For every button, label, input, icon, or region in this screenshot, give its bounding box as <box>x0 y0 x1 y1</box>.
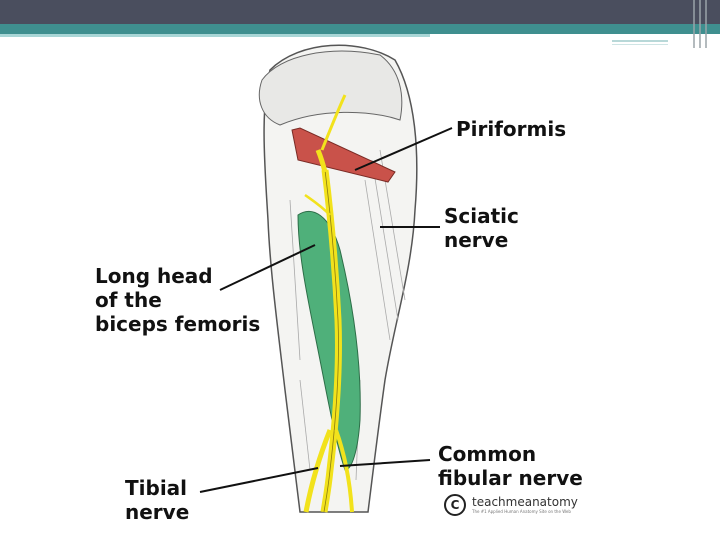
copyright-icon: C <box>444 494 466 516</box>
teachmeanatomy-logo: C teachmeanatomy The #1 Applied Human An… <box>444 494 578 516</box>
slide-accent-bar <box>0 24 720 34</box>
label-common-fibular-nerve: Common fibular nerve <box>438 442 583 490</box>
common-fibular-nerve <box>334 429 354 513</box>
slide-header-bar <box>0 0 720 24</box>
label-biceps-femoris: Long head of the biceps femoris <box>95 264 261 336</box>
decor-line <box>612 40 668 42</box>
decor-line <box>612 44 668 45</box>
piriformis-muscle <box>291 127 396 183</box>
leader-biceps <box>219 244 316 291</box>
logo-tagline: The #1 Applied Human Anatomy Site on the… <box>472 508 571 514</box>
label-piriformis: Piriformis <box>456 117 567 141</box>
nerve-branch <box>315 149 328 173</box>
slide-accent-stripe <box>0 34 430 37</box>
corner-decoration <box>693 0 707 48</box>
nerve-branch <box>304 193 331 216</box>
pelvis-region <box>258 50 403 126</box>
label-sciatic-nerve: Sciatic nerve <box>444 204 519 252</box>
biceps-femoris-muscle <box>297 210 361 471</box>
nerve-branch <box>320 94 347 151</box>
label-tibial-nerve: Tibial nerve <box>125 476 190 524</box>
leader-piriformis <box>354 127 453 171</box>
logo-name: teachmeanatomy <box>472 494 578 509</box>
leader-fibular <box>339 459 431 467</box>
leader-tibial <box>199 467 319 493</box>
